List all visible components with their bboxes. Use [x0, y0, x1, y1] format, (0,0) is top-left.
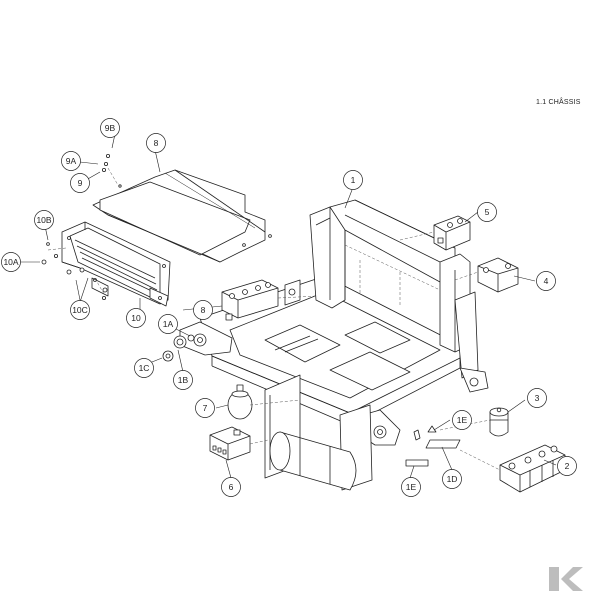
callout-2: 2 [557, 456, 577, 476]
svg-text:10: 10 [131, 313, 141, 323]
callout-5: 5 [477, 202, 497, 222]
callout-7: 7 [195, 398, 215, 418]
svg-text:1D: 1D [447, 474, 458, 484]
svg-text:6: 6 [229, 482, 234, 492]
callout-label: 9B [105, 123, 116, 133]
svg-text:1B: 1B [178, 375, 189, 385]
part-10-frame [61, 221, 171, 307]
callout-1: 1 [343, 170, 363, 190]
callout-9: 8 [146, 133, 166, 153]
svg-text:4: 4 [544, 276, 549, 286]
svg-text:5: 5 [485, 207, 490, 217]
svg-text:1E: 1E [457, 415, 468, 425]
callout-10b: 10B [34, 210, 54, 230]
callout-9a: 9 [70, 173, 90, 193]
svg-text:9: 9 [78, 178, 83, 188]
svg-text:1: 1 [351, 175, 356, 185]
svg-text:1C: 1C [139, 363, 150, 373]
callout-1b: 1B [173, 370, 193, 390]
svg-text:2: 2 [565, 461, 570, 471]
part-5-valve-block [433, 215, 471, 251]
callout-1e-lower: 1E [401, 477, 421, 497]
leader-lines [20, 133, 557, 479]
sheet-title: 1.1 CHÂSSIS [536, 99, 581, 106]
callout-1a: 1A [158, 314, 178, 334]
svg-text:7: 7 [203, 403, 208, 413]
callout-10: 10 [126, 308, 146, 328]
callout-1e-upper: 1E [452, 410, 472, 430]
svg-text:1A: 1A [163, 319, 174, 329]
svg-text:3: 3 [535, 393, 540, 403]
callout-6: 6 [221, 477, 241, 497]
svg-text:8: 8 [154, 138, 159, 148]
kramp-logo-icon [549, 567, 583, 591]
svg-text:9A: 9A [66, 156, 77, 166]
callout-9c: 9B [100, 118, 120, 138]
part-2-valve-bank [499, 444, 566, 493]
callout-8: 8 [193, 300, 213, 320]
callout-4: 4 [536, 271, 556, 291]
svg-text:8: 8 [201, 305, 206, 315]
callout-3: 3 [527, 388, 547, 408]
callout-10c: 10C [70, 300, 90, 320]
svg-text:10B: 10B [36, 215, 51, 225]
part-9-cover-plate [92, 169, 272, 263]
part-4-valve-block [477, 257, 519, 293]
hardware-parts [41, 153, 461, 467]
part-7-accumulator [227, 384, 253, 420]
part-6-electrical-box [209, 426, 251, 461]
svg-text:1E: 1E [406, 482, 417, 492]
callout-1d: 1D [442, 469, 462, 489]
svg-text:10C: 10C [72, 305, 88, 315]
callout-1c: 1C [134, 358, 154, 378]
callout-9b: 9A [61, 151, 81, 171]
callout-10a: 10A [1, 252, 21, 272]
svg-text:10A: 10A [3, 257, 18, 267]
part-3-filter [489, 407, 509, 437]
part-8-valve-block [221, 279, 279, 321]
callouts: 9B 9A 9 8 10B 10A 10C 10 1 5 4 8 [1, 118, 577, 497]
